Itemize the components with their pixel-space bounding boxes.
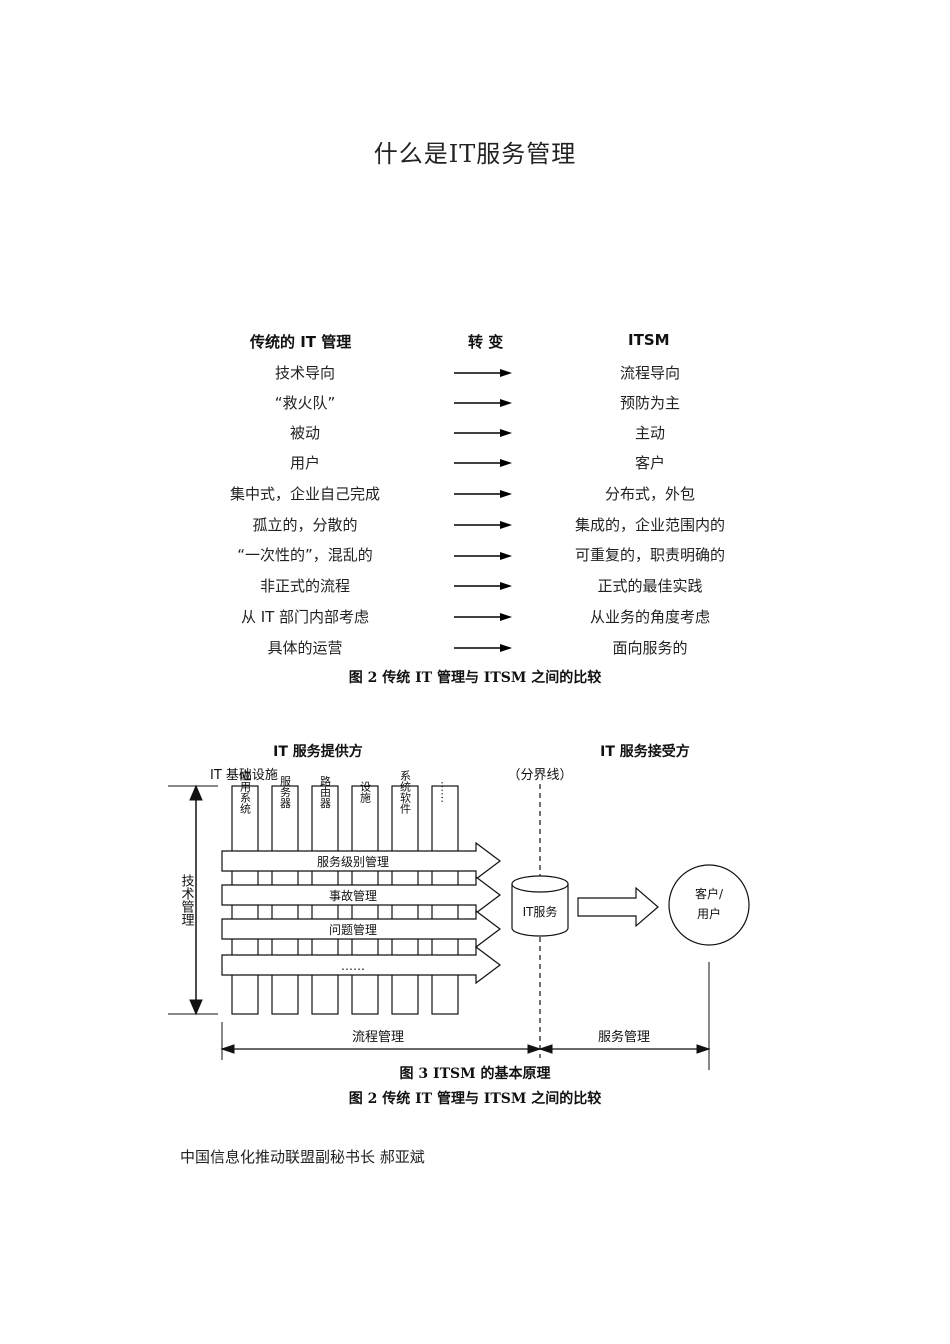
figure2-caption: 图 2 传统 IT 管理与 ITSM 之间的比较: [348, 670, 602, 686]
row-left: 非正式的流程: [259, 577, 350, 595]
header-itsm: ITSM: [628, 331, 670, 349]
header-traditional: 传统的 IT 管理: [250, 333, 352, 351]
customer-circle: [668, 864, 750, 946]
infra-label: IT 基础设施: [210, 768, 278, 783]
band-service-level: [221, 841, 501, 881]
row-right: 面向服务的: [612, 639, 688, 657]
divider-label: （分界线）: [507, 768, 572, 783]
row-left: 从 IT 部门内部考虑: [240, 608, 370, 626]
band-incident: [221, 875, 501, 915]
row-left: “救火队”: [274, 394, 336, 412]
band-problem: [221, 909, 501, 949]
it-service-label: IT服务: [523, 904, 558, 919]
arrow-right-icon: [454, 582, 512, 590]
arrow-right-icon: [454, 613, 512, 621]
row-left: 被动: [289, 424, 320, 442]
user-label: 用户: [697, 906, 721, 921]
arrow-right-icon: [454, 521, 512, 529]
comparison-table: 传统的 IT 管理 转 变 ITSM 技术导向 流程导向 “救火队” 预防为主 …: [229, 331, 725, 657]
page-title: 什么是IT服务管理: [373, 140, 577, 168]
arrow-up-icon: [189, 784, 203, 801]
it-service-cylinder: [511, 875, 569, 937]
arrow-right-icon: [454, 399, 512, 407]
arrow-down-icon: [189, 999, 203, 1016]
band-more: [221, 945, 501, 985]
arrow-right-icon: [454, 429, 512, 437]
row-right: 正式的最佳实践: [597, 577, 703, 595]
row-right: 主动: [634, 424, 665, 442]
row-left: 技术导向: [274, 364, 335, 382]
itsm-diagram: IT 服务提供方 IT 服务接受方 IT 基础设施 （分界线） 技术管理 应用系…: [168, 743, 750, 1070]
column-label: 应用系统: [239, 769, 252, 814]
provider-label: IT 服务提供方: [273, 743, 363, 760]
column-label: 设施: [359, 781, 372, 804]
band-label: 问题管理: [329, 922, 377, 937]
figure3-caption: 图 3 ITSM 的基本原理: [399, 1066, 551, 1082]
row-right: 可重复的，职责明确的: [574, 546, 725, 564]
service-management-label: 服务管理: [598, 1029, 650, 1045]
arrow-right-icon: [454, 490, 512, 498]
column-label: ……: [439, 781, 452, 803]
row-left: 具体的运营: [267, 639, 343, 657]
column-label: 路由器: [319, 775, 332, 809]
arrow-right-icon: [454, 644, 512, 652]
author-signature: 中国信息化推动联盟副秘书长 郝亚斌: [180, 1148, 425, 1166]
band-label: 服务级别管理: [317, 854, 389, 869]
arrow-left-icon: [220, 1044, 235, 1054]
receiver-label: IT 服务接受方: [600, 743, 690, 760]
row-right: 预防为主: [619, 394, 680, 412]
tech-management-label: 技术管理: [179, 874, 195, 926]
hollow-arrow-icon: [577, 886, 659, 928]
arrow-left-icon: [538, 1044, 553, 1054]
row-left: 孤立的，分散的: [252, 516, 358, 534]
band-label: 事故管理: [329, 888, 377, 903]
arrow-right-icon: [454, 369, 512, 377]
row-left: 集中式，企业自己完成: [229, 485, 380, 503]
process-management-label: 流程管理: [352, 1030, 404, 1045]
row-right: 流程导向: [619, 364, 680, 382]
column-label: 系统软件: [399, 770, 412, 815]
row-left: “一次性的”，混乱的: [237, 546, 373, 564]
row-right: 客户: [634, 454, 665, 472]
row-right: 集成的，企业范围内的: [574, 516, 725, 534]
arrow-right-icon: [454, 459, 512, 467]
band-label: ……: [341, 959, 365, 973]
arrow-right-icon: [454, 552, 512, 560]
column-label: 服务器: [279, 775, 292, 809]
row-right: 分布式，外包: [604, 485, 695, 503]
arrow-right-icon: [527, 1044, 542, 1054]
figure2-caption-repeat: 图 2 传统 IT 管理与 ITSM 之间的比较: [348, 1091, 602, 1107]
arrow-right-icon: [696, 1044, 711, 1054]
header-transition: 转 变: [468, 333, 504, 351]
row-left: 用户: [289, 454, 320, 472]
row-right: 从业务的角度考虑: [589, 608, 710, 626]
customer-label: 客户/: [695, 886, 724, 901]
